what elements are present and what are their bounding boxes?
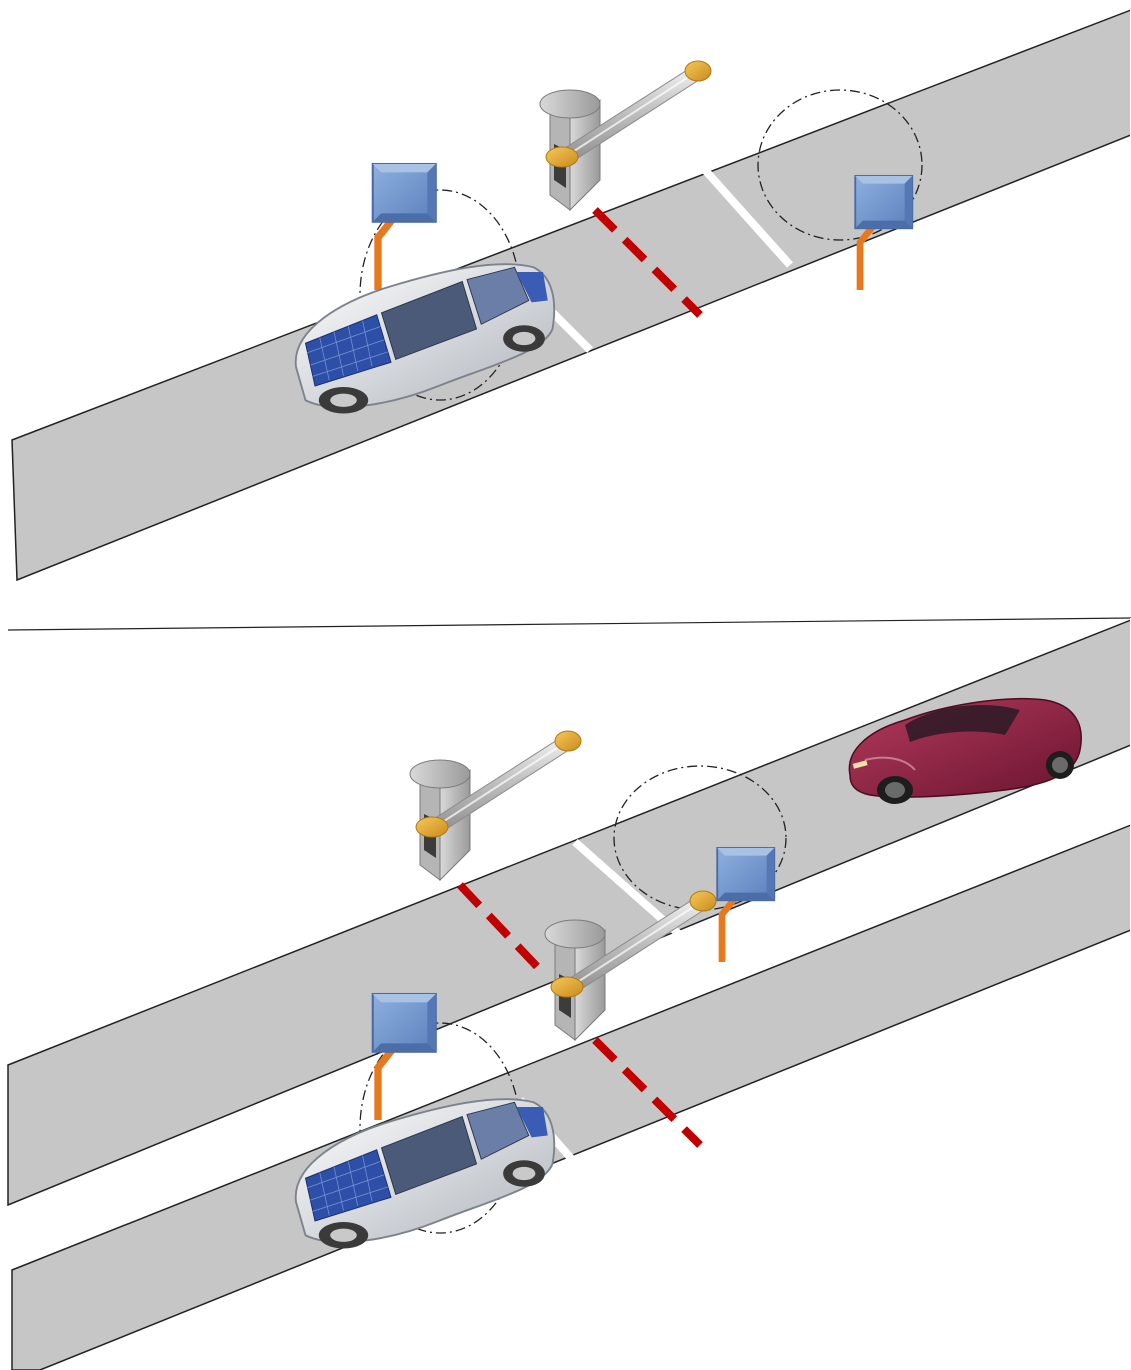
vehicle-detector-icon (373, 994, 436, 1120)
vehicle-detector-icon (373, 164, 436, 290)
solar-car-icon (296, 264, 555, 413)
panel-divider (8, 618, 1131, 630)
vehicle-detector-icon (717, 848, 774, 962)
panel-double-lane (8, 618, 1131, 1370)
solar-car-icon (296, 1099, 555, 1248)
sports-car-icon (849, 699, 1081, 804)
panel-single-lane (12, 8, 1131, 580)
